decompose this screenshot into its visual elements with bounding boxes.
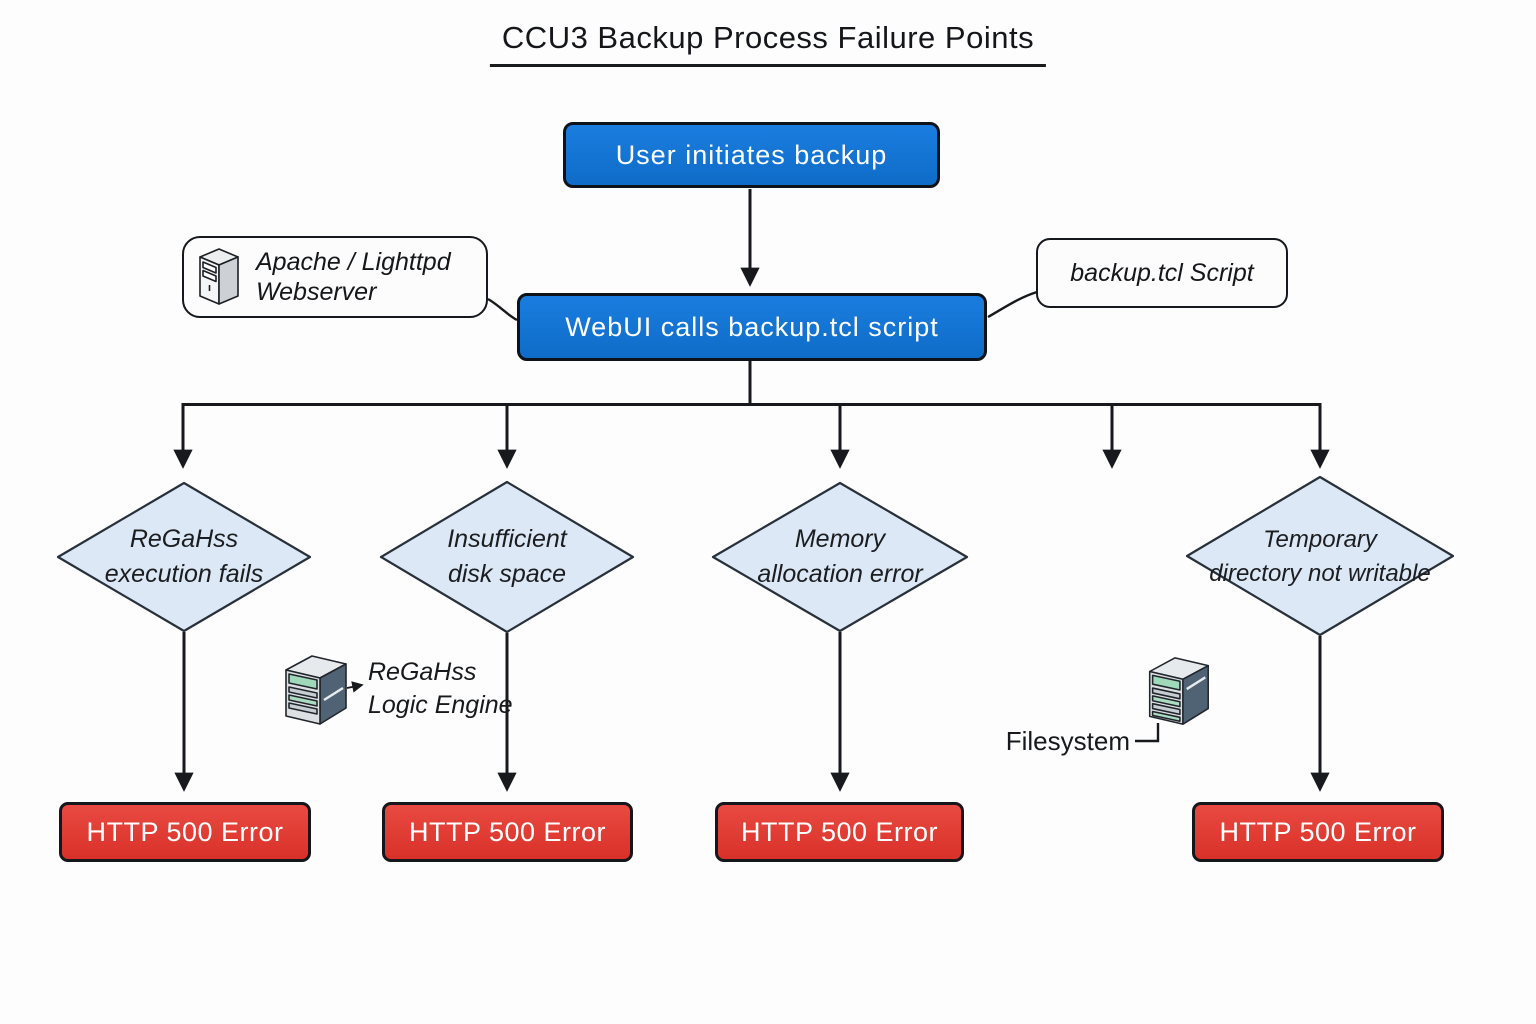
decision-diskspace-line1: Insufficient <box>447 525 567 553</box>
start-node-label: User initiates backup <box>615 139 888 170</box>
decision-diskspace-diamond <box>379 480 635 634</box>
connector-webserver-callout <box>487 297 518 322</box>
diagram-title: CCU3 Backup Process Failure Points <box>489 20 1047 67</box>
decision-regahss-line2: execution fails <box>104 560 264 588</box>
decision-regahss-line1: ReGaHss <box>129 525 239 553</box>
decision-tempdir-line2: directory not writable <box>1209 560 1431 587</box>
decision-regahss-diamond <box>56 481 312 633</box>
error-box-4: HTTP 500 Error <box>1192 802 1444 862</box>
script-callout-label: backup.tcl Script <box>1070 258 1254 287</box>
decision-memory-label: Memory allocation error <box>715 519 965 595</box>
filesystem-label: Filesystem <box>1005 726 1130 756</box>
start-node: User initiates backup <box>563 122 940 188</box>
server-tower-icon <box>196 247 242 307</box>
error-box-1-label: HTTP 500 Error <box>86 816 284 847</box>
filesystem-icon <box>1138 650 1216 732</box>
webserver-callout: Apache / Lighttpd Webserver <box>182 236 488 318</box>
decision-diskspace-label: Insufficient disk space <box>382 519 632 595</box>
error-box-1: HTTP 500 Error <box>59 802 311 862</box>
regahss-engine-line2: Logic Engine <box>368 690 513 719</box>
webserver-callout-line2: Webserver <box>256 278 377 306</box>
error-box-3: HTTP 500 Error <box>715 802 964 862</box>
connector-script-callout <box>987 290 1038 319</box>
decision-tempdir-diamond <box>1185 475 1455 637</box>
webui-node: WebUI calls backup.tcl script <box>517 293 987 361</box>
error-box-2: HTTP 500 Error <box>382 802 633 862</box>
error-box-4-label: HTTP 500 Error <box>1219 816 1417 847</box>
error-box-3-label: HTTP 500 Error <box>740 816 939 847</box>
pointer-regahss-engine <box>346 681 364 693</box>
connector-filesystem-label <box>1135 723 1160 743</box>
decision-memory-line1: Memory <box>794 525 886 553</box>
decision-tempdir-line1: Temporary <box>1263 526 1377 554</box>
decision-regahss-label: ReGaHss execution fails <box>59 519 309 595</box>
webui-node-label: WebUI calls backup.tcl script <box>565 311 939 342</box>
regahss-engine-icon <box>274 648 354 732</box>
webserver-callout-label: Apache / Lighttpd Webserver <box>256 247 451 308</box>
script-callout: backup.tcl Script <box>1036 238 1288 308</box>
decision-tempdir-label: Temporary directory not writable <box>1188 519 1452 595</box>
decision-memory-line2: allocation error <box>757 560 923 588</box>
error-box-2-label: HTTP 500 Error <box>408 816 607 847</box>
regahss-engine-label: ReGaHss Logic Engine <box>368 656 513 721</box>
decision-diskspace-line2: disk space <box>447 560 567 588</box>
webserver-callout-line1: Apache / Lighttpd <box>256 247 451 276</box>
decision-memory-diamond <box>711 481 969 633</box>
regahss-engine-line1: ReGaHss <box>368 658 477 686</box>
